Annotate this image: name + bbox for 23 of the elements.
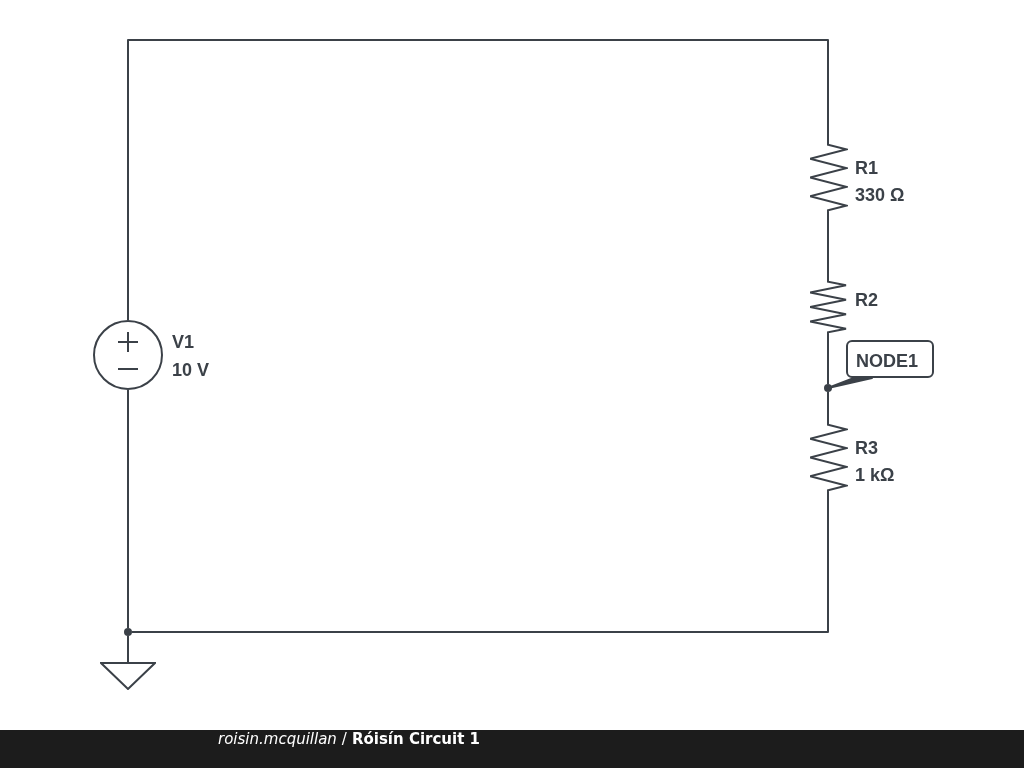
node-label-flag xyxy=(846,340,934,378)
ground-symbol xyxy=(100,662,156,690)
resistor xyxy=(810,278,880,336)
voltage-value: 10 V xyxy=(172,360,210,380)
node-name: NODE1 xyxy=(856,351,918,371)
junction-dot xyxy=(824,384,832,392)
wire xyxy=(131,494,829,633)
junction-dot xyxy=(124,628,132,636)
wire xyxy=(827,391,829,421)
author-name: roisin.mcquillan xyxy=(218,730,337,748)
circuit-title: Róisín Circuit 1 xyxy=(351,730,480,748)
component-label: V1 xyxy=(172,332,195,352)
wire xyxy=(827,335,829,385)
wire xyxy=(127,389,129,629)
wire xyxy=(827,214,829,279)
component-label: R2 xyxy=(855,290,878,310)
separator: / xyxy=(341,730,347,748)
component-label: R3 xyxy=(855,438,878,458)
wire xyxy=(127,635,129,663)
component-label: R1 xyxy=(855,158,878,178)
resistance-value: 1 kΩ xyxy=(855,465,895,485)
wire xyxy=(127,39,829,321)
resistance-value: 330 Ω xyxy=(855,185,905,205)
